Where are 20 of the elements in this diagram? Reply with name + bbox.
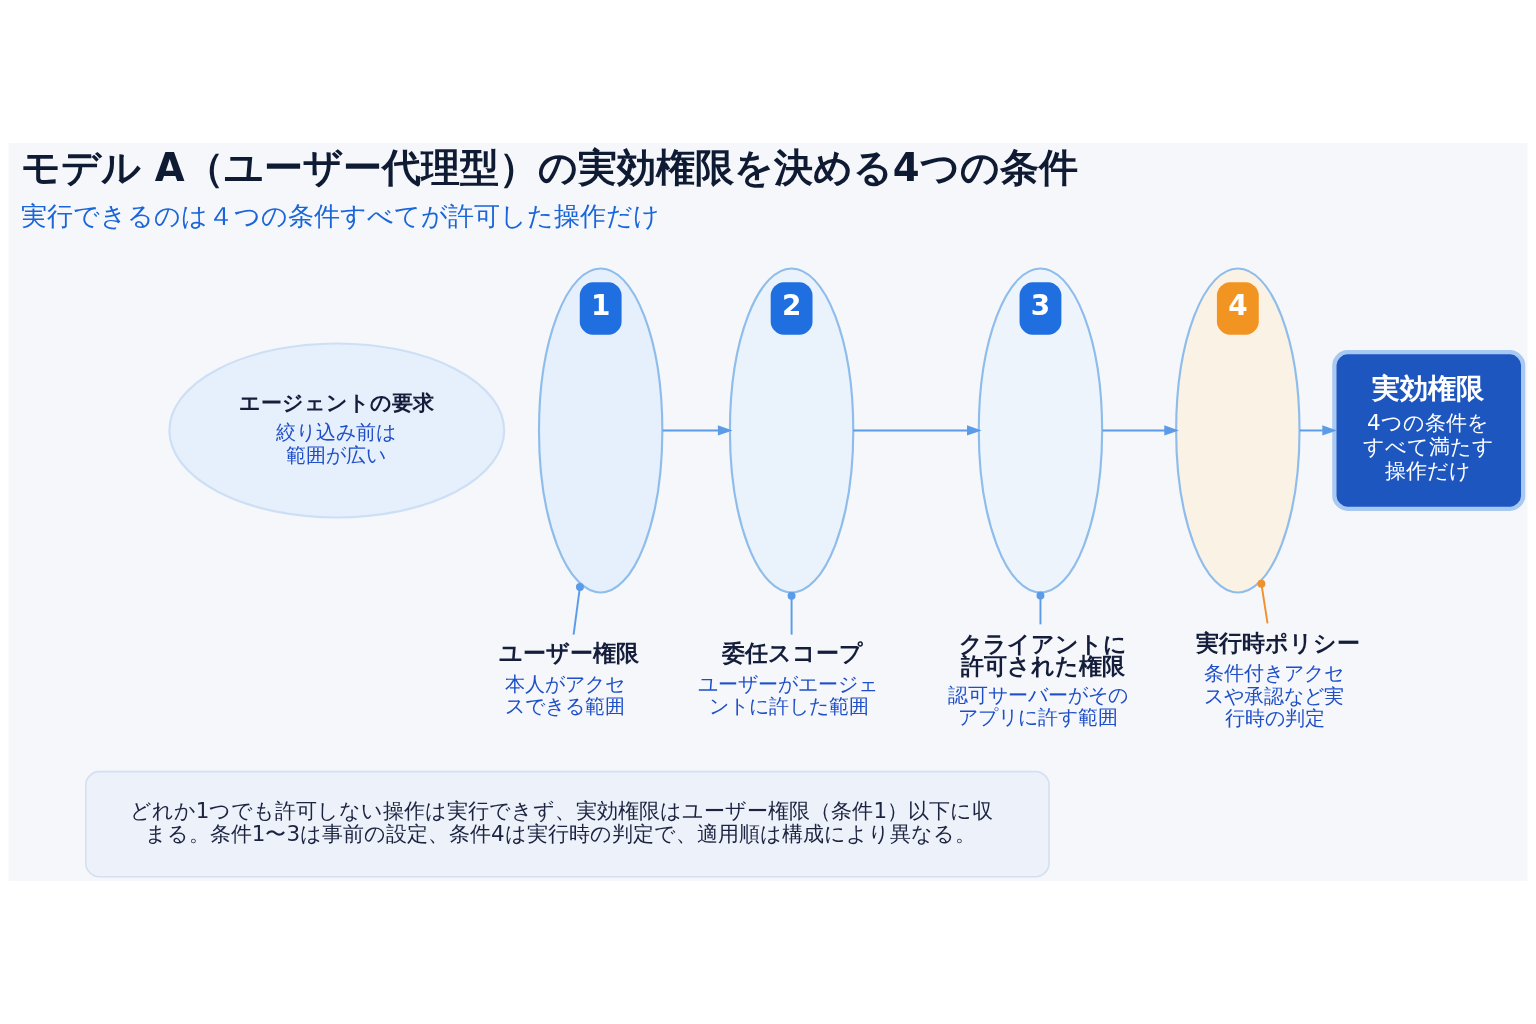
node-box: 実効権限 4つの条件をすべて満たす操作だけ <box>1332 350 1526 511</box>
node-text: クライアントに許可された権限 認可サーバーがそのアプリに許す範囲 <box>948 630 1129 730</box>
connector <box>572 582 584 636</box>
connector <box>787 591 796 636</box>
node-text: 実行時ポリシー 条件付きアクセスや承認など実行時の判定 <box>1196 629 1360 731</box>
diagram-title: モデル A（ユーザー代理型）の実効権限を決める4つの条件 <box>21 145 1078 191</box>
node-ellipse: エージェントの要求 絞り込み前は範囲が広い <box>168 342 506 519</box>
arrow <box>1101 425 1179 436</box>
arrow <box>1298 425 1337 436</box>
node-ellipse: 4 <box>1175 267 1301 594</box>
arrow <box>661 425 733 436</box>
node-ellipse: 2 <box>728 267 855 594</box>
connector <box>1257 579 1269 625</box>
arrow <box>852 425 982 436</box>
node-ellipse: 3 <box>977 267 1104 594</box>
label: 実行できるのは４つの条件すべてが許可した操作だけ <box>21 200 661 231</box>
node-text: 委任スコープ ユーザーがエージェントに許した範囲 <box>698 640 879 719</box>
node-box: どれか1つでも許可しない操作は実行できず、実効権限はユーザー権限（条件1）以下に収まる。条件1〜3は事前の設定、条件4は実行時の判定で、適用順は構成により異なる。 <box>84 770 1050 878</box>
node-text: ユーザー権限 本人がアクセスできる範囲 <box>498 640 639 719</box>
connector <box>1036 591 1045 626</box>
